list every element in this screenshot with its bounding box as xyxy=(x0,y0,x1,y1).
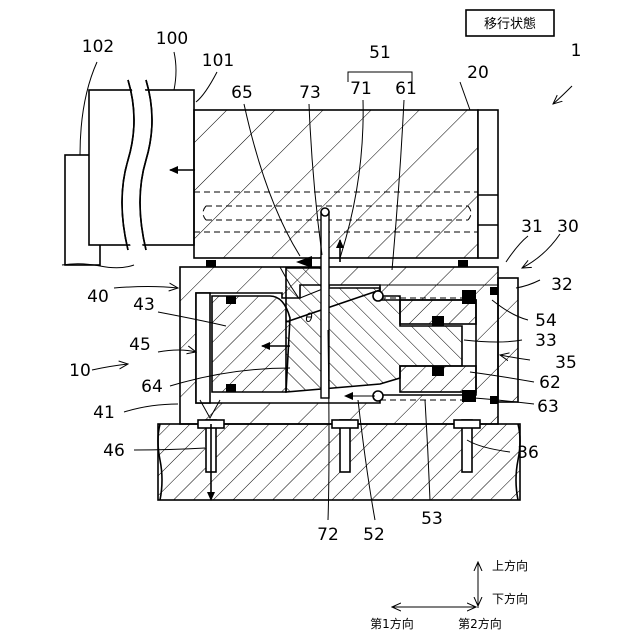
ref-31: 31 xyxy=(521,217,543,237)
ref-40: 40 xyxy=(87,287,109,307)
ref-72: 72 xyxy=(317,525,339,545)
ref-51: 51 xyxy=(369,43,391,63)
ref-102: 102 xyxy=(82,37,114,57)
ref-10: 10 xyxy=(69,361,91,381)
ref-35: 35 xyxy=(555,353,577,373)
ref-73: 73 xyxy=(299,83,321,103)
slider-43 xyxy=(212,296,290,392)
ref-61: 61 xyxy=(395,79,417,99)
ref-45: 45 xyxy=(129,335,151,355)
device-100 xyxy=(62,80,195,268)
direction-indicator: 上方向 下方向 第1方向 第2方向 xyxy=(370,558,528,631)
ref-63: 63 xyxy=(537,397,559,417)
ref-36: 36 xyxy=(517,443,539,463)
ref-71: 71 xyxy=(350,79,372,99)
ref-65: 65 xyxy=(231,83,253,103)
ref-64: 64 xyxy=(141,377,163,397)
ref-53: 53 xyxy=(421,509,443,529)
upper-block-20 xyxy=(194,110,498,258)
ref-100: 100 xyxy=(156,29,188,49)
ref-20: 20 xyxy=(467,63,489,83)
dir-down: 下方向 xyxy=(492,591,528,606)
dir-second: 第2方向 xyxy=(458,616,502,631)
theta-label: θ xyxy=(305,311,313,325)
dir-first: 第1方向 xyxy=(370,616,414,631)
state-label-box: 移行状態 xyxy=(466,10,554,36)
ref-1: 1 xyxy=(571,41,582,61)
ref-62: 62 xyxy=(539,373,561,393)
ref-52: 52 xyxy=(363,525,385,545)
ref-41: 41 xyxy=(93,403,115,423)
ref-33: 33 xyxy=(535,331,557,351)
ref-46: 46 xyxy=(103,441,125,461)
ref-30: 30 xyxy=(557,217,579,237)
state-label: 移行状態 xyxy=(484,16,536,32)
dir-up: 上方向 xyxy=(492,558,528,573)
ref-43: 43 xyxy=(133,295,155,315)
ref-32: 32 xyxy=(551,275,573,295)
ref-54: 54 xyxy=(535,311,557,331)
ref-101: 101 xyxy=(202,51,234,71)
